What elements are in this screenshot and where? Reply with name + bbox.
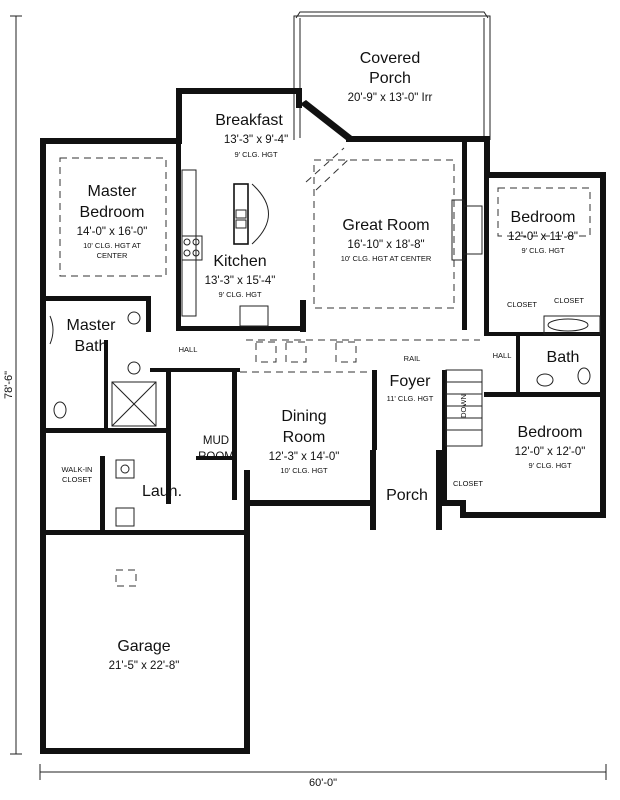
- kitchen-name: Kitchen: [213, 253, 266, 270]
- bedroom-lower-dims: 12'-0" x 12'-0": [515, 446, 586, 458]
- kitchen-dims: 13'-3" x 15'-4": [205, 275, 276, 287]
- bedroom-upper-dims: 12'-0" x 11'-8": [508, 231, 578, 243]
- closet-2-label: CLOSET: [554, 296, 584, 305]
- dining-room-dims: 12'-3" x 14'-0": [269, 451, 340, 463]
- bedroom-lower-clg: 9' CLG. HGT: [528, 461, 572, 470]
- mud-room-name-2: ROOM: [198, 451, 234, 463]
- master-bedroom-clg-2: CENTER: [97, 251, 128, 260]
- master-bedroom-name-1: Master: [88, 183, 138, 200]
- dimension-lines: [10, 15, 607, 780]
- walk-in-closet-label-2: CLOSET: [62, 475, 92, 484]
- hall-right-label: HALL: [493, 351, 512, 360]
- walk-in-closet-label-1: WALK-IN: [62, 465, 93, 474]
- master-bedroom-clg-1: 10' CLG. HGT AT: [83, 241, 141, 250]
- garage-dims: 21'-5" x 22'-8": [109, 660, 180, 672]
- mud-room-name-1: MUD: [203, 435, 229, 447]
- master-bedroom-name-2: Bedroom: [80, 204, 145, 221]
- great-room-clg: 10' CLG. HGT AT CENTER: [341, 254, 432, 263]
- master-bath-name-1: Master: [67, 317, 117, 334]
- bath-name: Bath: [547, 349, 580, 366]
- closet-3-label: CLOSET: [453, 479, 483, 488]
- kitchen-clg: 9' CLG. HGT: [218, 290, 262, 299]
- foyer-clg: 11' CLG. HGT: [387, 394, 434, 403]
- laundry-name: Laun.: [142, 483, 182, 500]
- rail-label: RAIL: [404, 354, 421, 363]
- master-bedroom-dims: 14'-0" x 16'-0": [77, 226, 148, 238]
- covered-porch-dims: 20'-9" x 13'-0" Irr: [348, 92, 433, 104]
- exterior-walls: [40, 88, 606, 754]
- master-bath-name-2: Bath: [75, 338, 108, 355]
- stair-down-label: DOWN: [459, 394, 468, 418]
- great-room-name: Great Room: [342, 217, 429, 234]
- dining-room-clg: 10' CLG. HGT: [280, 466, 328, 475]
- hall-left-label: HALL: [179, 345, 198, 354]
- dining-room-name-2: Room: [283, 429, 326, 446]
- dining-room-name-1: Dining: [281, 408, 326, 425]
- covered-porch-outline: [293, 11, 491, 140]
- breakfast-name: Breakfast: [215, 112, 283, 129]
- fixtures: [49, 169, 601, 587]
- overall-depth-label: 78'-6": [3, 371, 15, 399]
- porch-name: Porch: [386, 487, 428, 504]
- great-room-dims: 16'-10" x 18'-8": [347, 239, 424, 251]
- garage-name: Garage: [117, 638, 170, 655]
- closet-1-label: CLOSET: [507, 300, 537, 309]
- bedroom-upper-name: Bedroom: [511, 209, 576, 226]
- breakfast-clg: 9' CLG. HGT: [234, 150, 278, 159]
- covered-porch-name-1: Covered: [360, 50, 420, 67]
- bedroom-lower-name: Bedroom: [518, 424, 583, 441]
- covered-porch-name-2: Porch: [369, 70, 411, 87]
- overall-width-label: 60'-0": [309, 777, 337, 789]
- ceiling-lines: [59, 147, 591, 373]
- foyer-name: Foyer: [390, 373, 432, 390]
- bedroom-upper-clg: 9' CLG. HGT: [521, 246, 565, 255]
- breakfast-dims: 13'-3" x 9'-4": [224, 134, 288, 146]
